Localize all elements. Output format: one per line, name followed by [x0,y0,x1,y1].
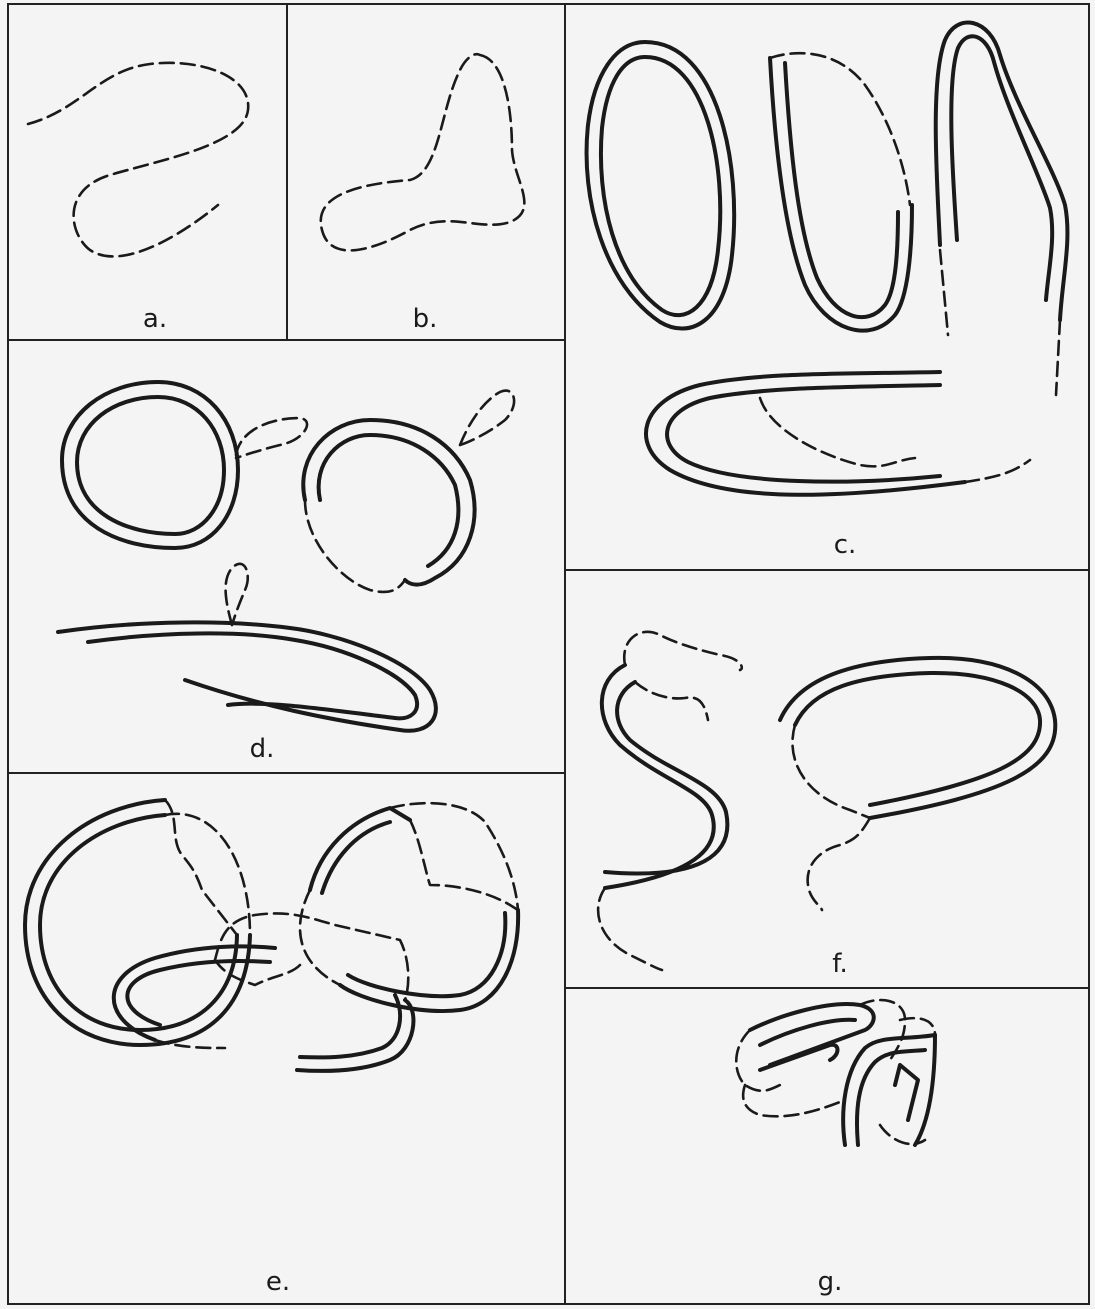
panel-b: b. [321,54,525,334]
panel-label-a: a. [143,304,167,334]
panel-label-d: d. [250,734,275,764]
panel-f: f. [598,632,1055,979]
panel-g: g. [736,1000,935,1297]
outline-b [321,54,525,250]
panel-c: c. [587,22,1068,560]
panel-label-g: g. [818,1267,843,1297]
panel-e: e. [25,800,518,1297]
panel-d: d. [58,382,514,764]
panel-label-b: b. [413,304,438,334]
panel-a: a. [28,63,248,334]
outline-a [28,63,248,257]
panel-label-c: c. [834,530,857,560]
panel-label-e: e. [266,1267,290,1297]
panel-label-f: f. [832,949,848,979]
